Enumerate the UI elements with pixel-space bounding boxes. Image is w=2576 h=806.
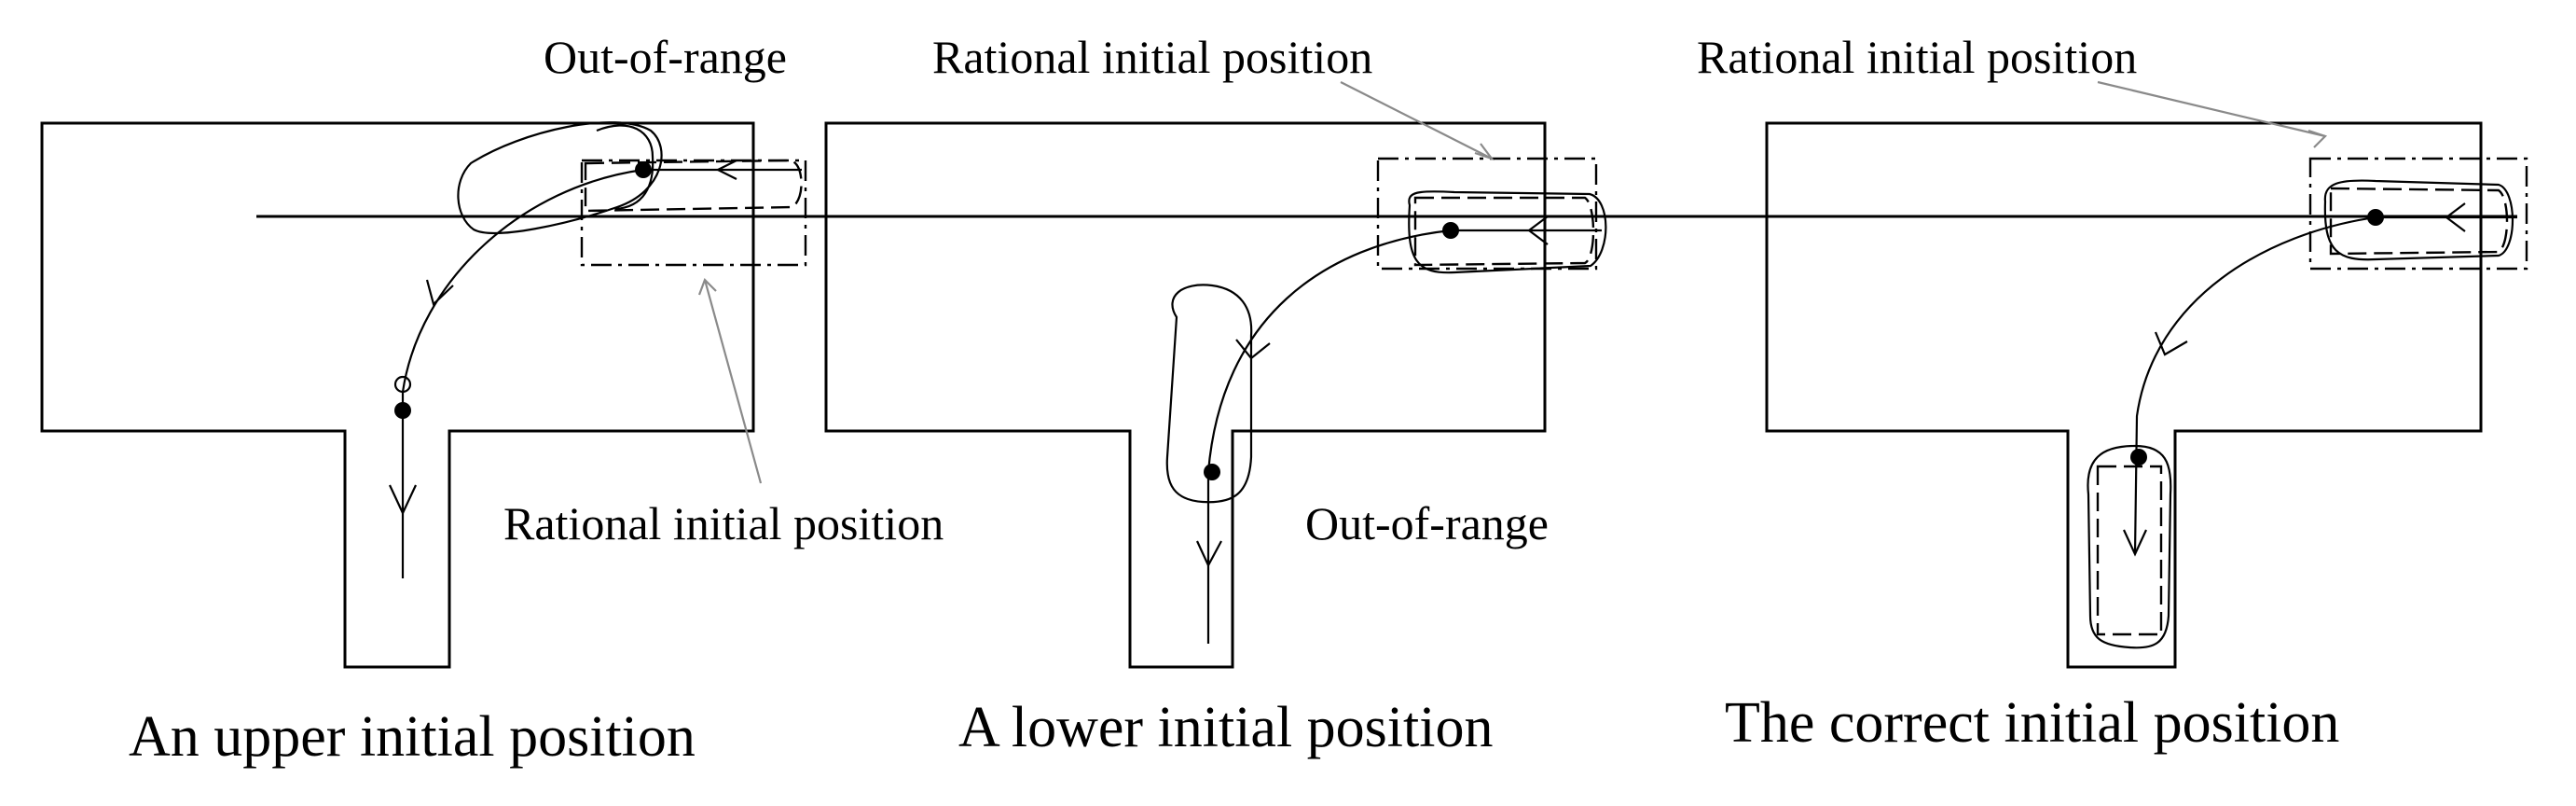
panel-upper-initial-position: [40, 121, 807, 669]
label-rational-top-right: Rational initial position: [1697, 31, 2137, 83]
trajectory-arrowhead-down: [1196, 540, 1222, 568]
vehicle-ghost-dashed: [2096, 465, 2163, 636]
rational-initial-position-box: [1376, 157, 1598, 271]
vehicle-outline-out-of-range: [457, 121, 663, 234]
label-rational-top-middle: Rational initial position: [932, 31, 1372, 83]
vehicle-cab-outline: [596, 124, 654, 211]
label-rational-left-lower: Rational initial position: [503, 497, 944, 549]
t-shaped-space-outline: [1765, 121, 2483, 669]
pointer-arrowhead: [2307, 129, 2328, 148]
rational-initial-position-box: [580, 159, 807, 267]
label-pointer: [2097, 80, 2326, 138]
panel-correct-initial-position: [1765, 80, 2528, 669]
label-out-of-range-top: Out-of-range: [544, 31, 787, 83]
vehicle-outline-parked: [2087, 444, 2172, 649]
rational-initial-position-box: [2308, 157, 2528, 271]
caption-upper-initial-position: An upper initial position: [129, 705, 696, 769]
trajectory-arrowhead-down: [389, 484, 417, 516]
caption-lower-initial-position: A lower initial position: [958, 696, 1493, 759]
trajectory-arrowhead: [1235, 339, 1271, 360]
trajectory-end-point: [394, 402, 411, 419]
trajectory-arrowhead-down: [2123, 529, 2147, 557]
label-pointer: [703, 279, 763, 484]
pointer-arrowhead: [697, 278, 717, 296]
vehicle-trajectory: [401, 168, 644, 578]
direction-arrow: [1527, 215, 1549, 245]
vehicle-outline: [1408, 190, 1607, 274]
caption-correct-initial-position: The correct initial position: [1725, 691, 2339, 755]
trajectory-end-point: [1204, 464, 1220, 480]
trajectory-arrowhead: [2154, 331, 2188, 356]
trajectory-arrowhead: [425, 279, 454, 307]
vehicle-ghost-dashed: [2329, 187, 2509, 256]
trajectory-open-point: [393, 375, 412, 394]
vehicle-trajectory: [1206, 229, 1452, 644]
pointer-arrowhead: [1474, 143, 1495, 161]
vehicle-trajectory: [2133, 215, 2376, 555]
label-pointer: [1340, 81, 1493, 160]
vehicle-ghost-dashed: [1413, 196, 1595, 267]
label-out-of-range-middle: Out-of-range: [1305, 497, 1549, 549]
vehicle-ghost-dashed: [584, 159, 803, 213]
panel-lower-initial-position: [824, 81, 1607, 669]
t-shaped-space-outline: [824, 121, 1547, 669]
vehicle-outline-out-of-range: [1165, 284, 1253, 504]
t-shaped-space-outline: [40, 121, 755, 669]
trajectory-end-point: [2130, 449, 2147, 466]
vehicle-outline: [2323, 179, 2514, 261]
